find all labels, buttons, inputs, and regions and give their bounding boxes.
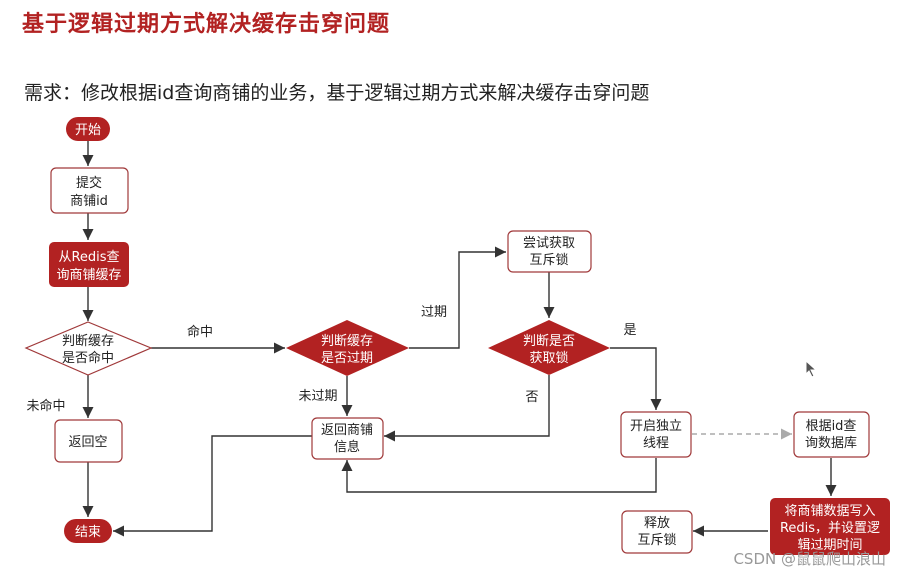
query-db-label-1: 根据id查 [806, 419, 857, 434]
got-lock-label-1: 判断是否 [523, 334, 575, 349]
new-thread-label-1: 开启独立 [630, 419, 682, 434]
edge-return-shop-end [113, 435, 312, 537]
new-thread-node [620, 411, 692, 458]
return-empty-label: 返回空 [68, 435, 107, 450]
release-lock-node [621, 510, 693, 554]
watermark: CSDN @鼠鼠爬山浪山 [733, 550, 886, 568]
got-lock-label-2: 获取锁 [529, 350, 568, 366]
write-redis-node [770, 498, 890, 555]
write-redis-label-1: 将商铺数据写入 [784, 504, 875, 519]
mouse-cursor-icon [805, 360, 818, 378]
edge-label-expired: 过期 [421, 305, 447, 320]
edge-yes-new-thread [610, 347, 662, 410]
edge-no-return-shop [384, 375, 550, 442]
submit-label-1: 提交 [76, 175, 102, 191]
return-empty-node [54, 419, 123, 463]
new-thread-label-2: 线程 [643, 436, 669, 451]
return-shop-label-1: 返回商铺 [321, 423, 373, 438]
return-shop-node [311, 417, 384, 460]
hit-decision-node [24, 321, 153, 376]
edge-new-thread-return-shop [341, 458, 657, 493]
try-lock-label-1: 尝试获取 [523, 236, 575, 251]
release-label-2: 互斥锁 [637, 532, 676, 548]
return-shop-label-2: 信息 [334, 439, 360, 455]
try-lock-label-2: 互斥锁 [529, 252, 568, 268]
hit-label-2: 是否命中 [62, 350, 114, 366]
edge-label-yes: 是 [623, 323, 636, 338]
expired-label-1: 判断缓存 [321, 334, 373, 349]
redis-label-2: 询商铺缓存 [56, 268, 121, 283]
query-db-label-2: 询数据库 [805, 435, 857, 451]
submit-label-2: 商铺id [70, 194, 108, 209]
requirement-text: 需求：修改根据id查询商铺的业务，基于逻辑过期方式来解决缓存击穿问题 [24, 82, 650, 104]
edge-expired-try-lock [409, 246, 506, 349]
start-node [66, 117, 110, 141]
write-redis-label-2: Redis，并设置逻 [780, 521, 880, 536]
try-lock-node [507, 230, 592, 273]
end-node [64, 519, 112, 543]
write-redis-label-3: 辑过期时间 [797, 538, 862, 553]
query-db-node [793, 411, 870, 458]
end-label: 结束 [75, 525, 101, 540]
edge-label-no: 否 [525, 390, 538, 405]
redis-label-1: 从Redis查 [58, 250, 119, 265]
hit-label-1: 判断缓存 [62, 334, 114, 349]
expired-label-2: 是否过期 [321, 351, 373, 366]
edge-label-hit: 命中 [187, 324, 213, 340]
edge-label-not-expired: 未过期 [298, 389, 337, 404]
start-label: 开始 [75, 123, 101, 138]
redis-query-node [49, 242, 129, 287]
edges [82, 141, 837, 537]
release-label-1: 释放 [644, 516, 670, 531]
submit-node [50, 167, 129, 214]
page-title: 基于逻辑过期方式解决缓存击穿问题 [22, 12, 391, 37]
expired-decision-node [286, 320, 409, 376]
got-lock-decision-node [488, 320, 610, 375]
edge-label-miss: 未命中 [26, 398, 65, 414]
